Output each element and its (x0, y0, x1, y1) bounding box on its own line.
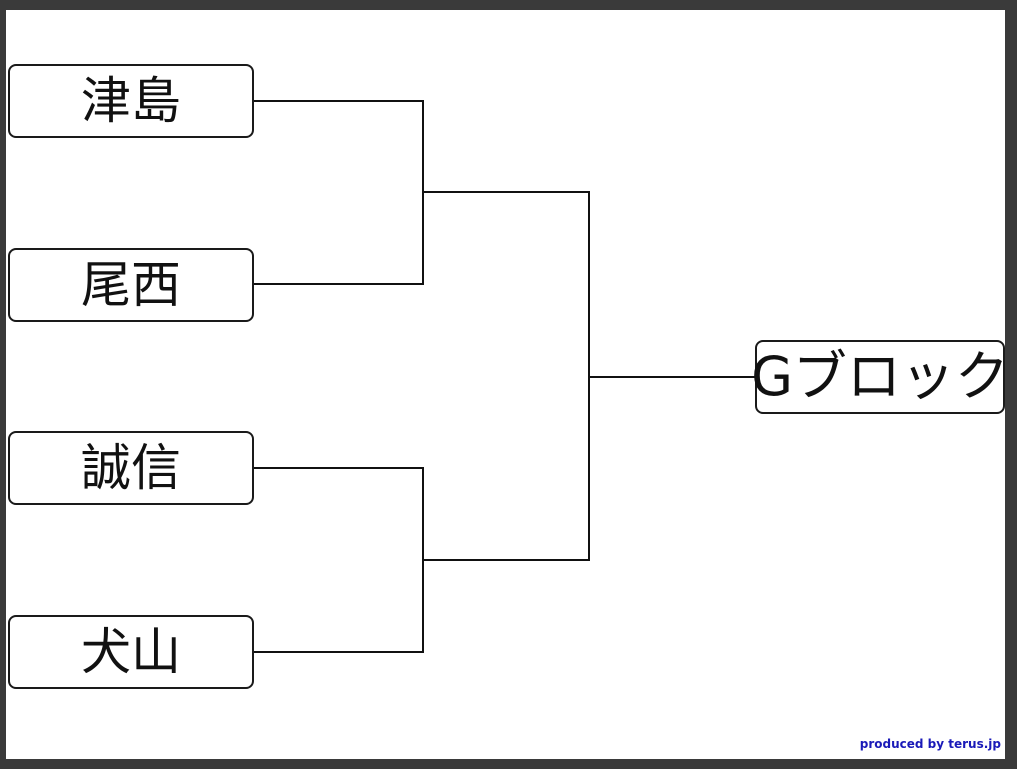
team-slot-2: 尾西 (8, 248, 254, 322)
block-label-box: Gブロック (751, 340, 1009, 414)
credit-text: produced by terus.jp (859, 737, 1001, 751)
line-semi2-to-final (423, 377, 590, 561)
team-name: 尾西 (81, 256, 181, 314)
block-label: Gブロック (751, 345, 1009, 408)
team-slot-4: 犬山 (8, 615, 254, 689)
line-semi1-to-final (423, 191, 590, 377)
line-team2-to-semi1 (253, 192, 424, 285)
team-slot-1: 津島 (8, 64, 254, 138)
team-name: 津島 (81, 72, 181, 130)
line-team3-to-semi2 (253, 467, 424, 560)
line-team1-to-semi1 (253, 100, 424, 192)
line-team4-to-semi2 (253, 560, 424, 653)
team-name: 誠信 (81, 439, 181, 497)
team-name: 犬山 (81, 623, 181, 681)
team-slot-3: 誠信 (8, 431, 254, 505)
